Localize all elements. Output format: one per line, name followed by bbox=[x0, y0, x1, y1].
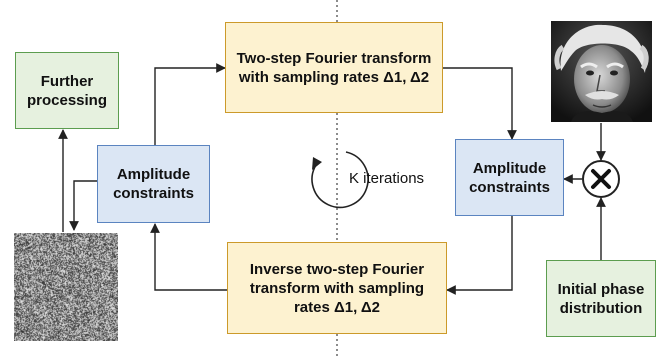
initial-phase-line-2: distribution bbox=[559, 299, 643, 317]
arrow-inverse-to-left-amp bbox=[150, 223, 227, 291]
amplitude-constraints-right-box: Amplitude constraints bbox=[455, 139, 564, 216]
portrait-photo bbox=[551, 21, 652, 122]
initial-phase-box: Initial phase distribution bbox=[546, 260, 656, 337]
arrow-right-amp-to-inverse bbox=[446, 216, 513, 295]
amplitude-right-line-1: Amplitude bbox=[472, 159, 547, 177]
further-processing-box: Further processing bbox=[15, 52, 119, 129]
inverse-transform-line-1: Inverse two-step Fourier bbox=[249, 260, 425, 278]
loop-arrowhead-icon bbox=[312, 157, 322, 170]
arrow-forward-to-right-amp bbox=[443, 67, 517, 140]
random-phase-noise-image bbox=[14, 233, 118, 341]
further-processing-line-1: Further bbox=[40, 72, 94, 90]
arrow-left-amp-to-forward bbox=[154, 63, 226, 145]
inverse-transform-line-2: transform with sampling bbox=[249, 279, 425, 297]
inverse-transform-line-3: rates Δ1, Δ2 bbox=[293, 298, 381, 316]
forward-transform-line-2: with sampling rates Δ1, Δ2 bbox=[238, 68, 430, 86]
amplitude-left-line-1: Amplitude bbox=[116, 166, 191, 183]
initial-phase-line-1: Initial phase bbox=[557, 280, 645, 298]
amplitude-constraints-left-box: Amplitude constraints bbox=[97, 145, 210, 223]
amplitude-left-line-2: constraints bbox=[113, 185, 194, 202]
loop-arc-icon bbox=[311, 151, 369, 209]
arrow-left-amp-to-noise bbox=[69, 180, 97, 231]
k-iterations-label: K iterations bbox=[349, 170, 425, 187]
further-processing-line-2: processing bbox=[26, 91, 108, 109]
inverse-transform-box: Inverse two-step Fourier transform with … bbox=[227, 242, 447, 334]
multiply-icon bbox=[591, 169, 611, 189]
forward-transform-line-1: Two-step Fourier transform bbox=[236, 49, 432, 67]
forward-transform-box: Two-step Fourier transform with sampling… bbox=[225, 22, 443, 113]
amplitude-right-line-2: constraints bbox=[469, 178, 550, 196]
